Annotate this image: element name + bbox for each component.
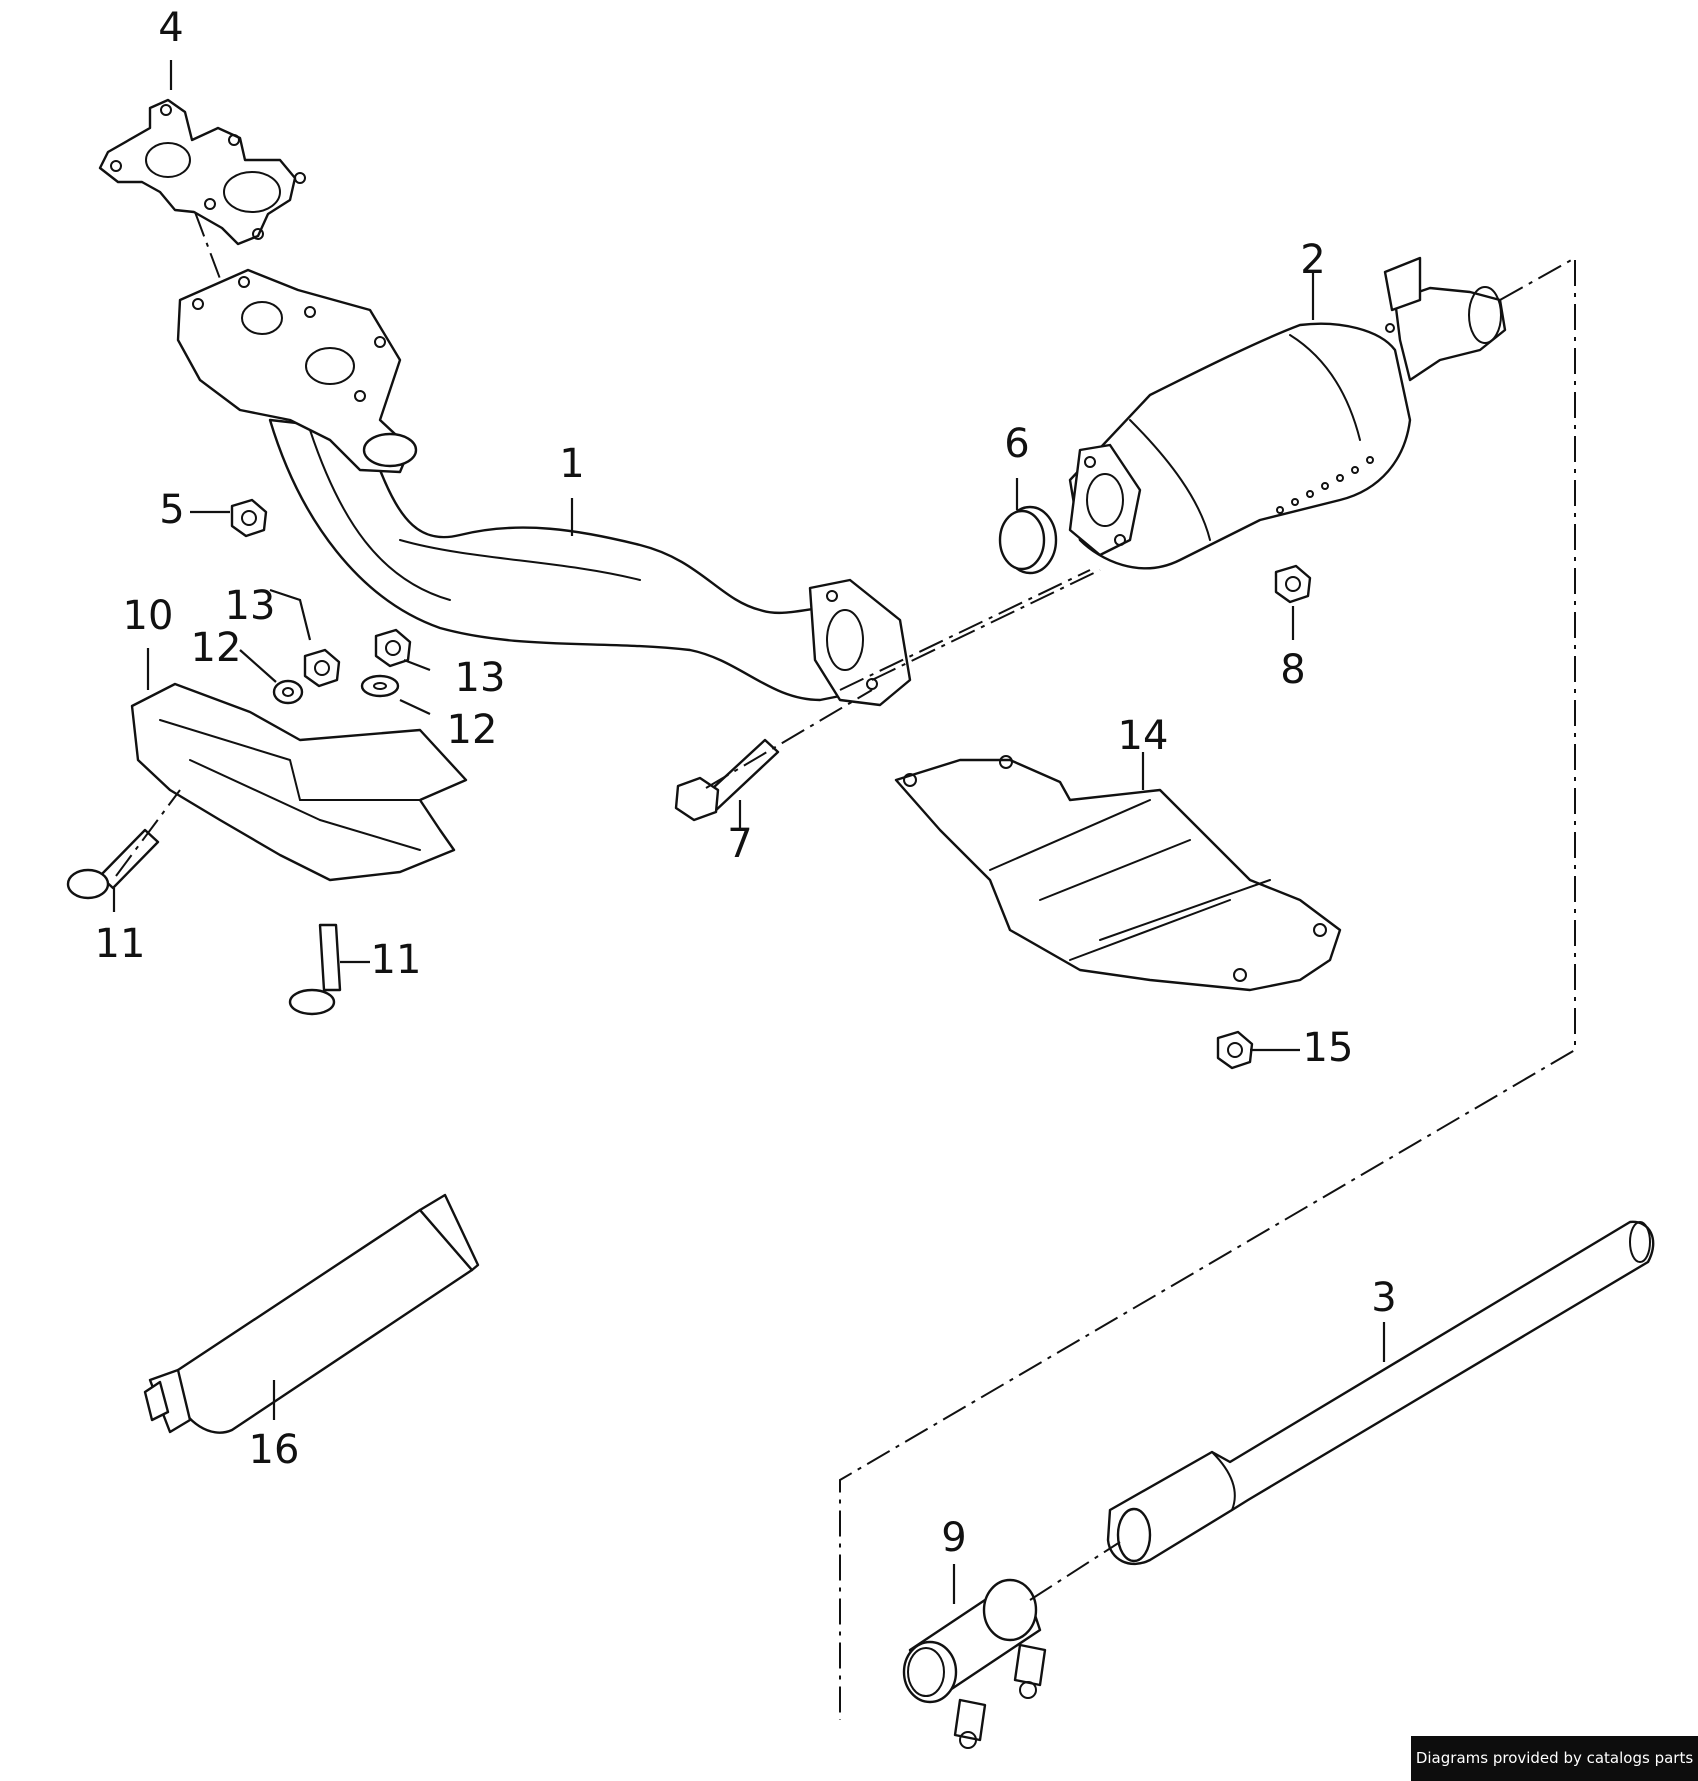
callout-13: 13 [455, 655, 506, 701]
callout-2: 2 [1300, 237, 1325, 283]
tail-pipe-icon[interactable] [1106, 1220, 1655, 1566]
flange-gasket-ring-icon[interactable] [998, 505, 1058, 575]
callout-8: 8 [1280, 647, 1305, 693]
callout-3: 3 [1371, 1275, 1396, 1321]
hex-nut-icon[interactable] [230, 498, 268, 538]
hex-nut-icon[interactable] [374, 628, 412, 668]
front-exhaust-pipe-icon[interactable] [176, 268, 912, 707]
callout-16: 16 [249, 1427, 300, 1473]
hex-nut-icon[interactable] [1216, 1030, 1254, 1070]
callout-6: 6 [1004, 421, 1029, 467]
carriage-bolt-icon[interactable] [66, 828, 160, 900]
exhaust-manifold-gasket-icon[interactable] [98, 98, 306, 246]
callout-13: 13 [225, 583, 276, 629]
callout-12: 12 [191, 625, 242, 671]
callout-11: 11 [95, 921, 146, 967]
heat-shield-icon[interactable] [130, 682, 468, 882]
callout-5: 5 [159, 487, 184, 533]
callout-10: 10 [123, 593, 174, 639]
callout-11: 11 [371, 937, 422, 983]
hex-bolt-icon[interactable] [674, 738, 780, 822]
callout-4: 4 [158, 5, 183, 51]
sealant-tube-icon[interactable] [143, 1193, 480, 1434]
heat-shield-icon[interactable] [894, 755, 1342, 992]
callout-1: 1 [559, 441, 584, 487]
washer-icon[interactable] [272, 679, 304, 705]
catalytic-converter-icon[interactable] [1068, 256, 1507, 570]
hex-nut-icon[interactable] [303, 648, 341, 688]
callout-15: 15 [1303, 1025, 1354, 1071]
diagram-credit: Diagrams provided by catalogs parts [1411, 1736, 1698, 1781]
washer-icon[interactable] [360, 674, 400, 698]
callout-12: 12 [447, 707, 498, 753]
hex-nut-icon[interactable] [1274, 564, 1312, 604]
callout-9: 9 [941, 1515, 966, 1561]
callout-7: 7 [727, 821, 752, 867]
pipe-clamp-icon[interactable] [902, 1578, 1047, 1749]
callout-14: 14 [1118, 713, 1169, 759]
carriage-bolt-icon[interactable] [288, 923, 342, 1016]
